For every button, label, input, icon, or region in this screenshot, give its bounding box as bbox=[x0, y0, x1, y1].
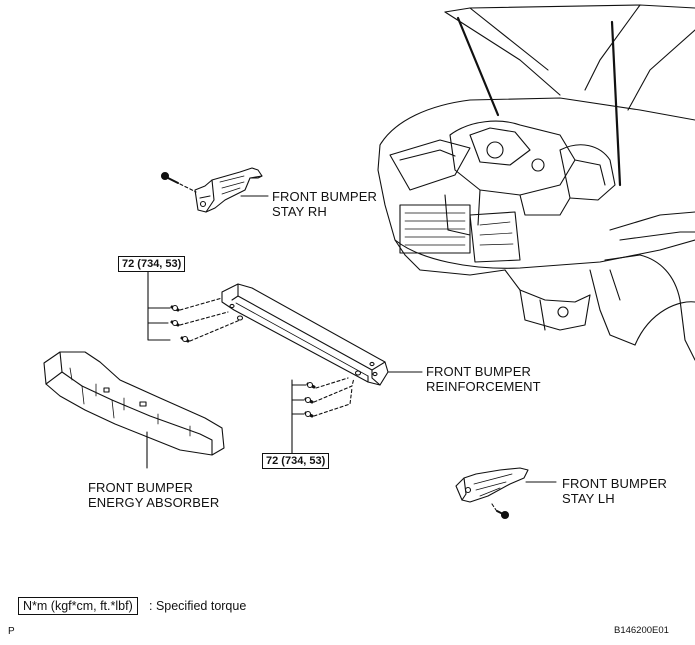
bolts-upper-group bbox=[147, 271, 241, 343]
front-bumper-stay-rh-part bbox=[194, 167, 263, 213]
torque-legend-description: : Specified torque bbox=[149, 599, 247, 613]
figure-id: B146200E01 bbox=[614, 625, 669, 636]
torque-unit-legend-box: N*m (kgf*cm, ft.*lbf) bbox=[18, 597, 138, 615]
label-reinforcement-line2: REINFORCEMENT bbox=[426, 379, 541, 394]
bolt-stay-lh bbox=[491, 503, 510, 520]
bolts-lower-group bbox=[291, 377, 355, 456]
torque-spec-lower: 72 (734, 53) bbox=[262, 453, 330, 469]
label-stay-lh-line1: FRONT BUMPER bbox=[562, 476, 667, 491]
label-stay-rh-line1: FRONT BUMPER bbox=[272, 189, 377, 204]
torque-spec-upper: 72 (734, 53) bbox=[118, 256, 186, 272]
front-bumper-stay-lh-part bbox=[455, 467, 529, 503]
label-energy-absorber-line1: FRONT BUMPER bbox=[88, 480, 193, 495]
front-bumper-energy-absorber-part bbox=[43, 351, 225, 456]
label-front-bumper-energy-absorber: FRONT BUMPER ENERGY ABSORBER bbox=[88, 480, 219, 510]
vehicle-front-illustration bbox=[377, 4, 695, 361]
label-reinforcement-line1: FRONT BUMPER bbox=[426, 364, 531, 379]
bolt-stay-rh bbox=[160, 171, 179, 184]
label-front-bumper-stay-lh: FRONT BUMPER STAY LH bbox=[562, 476, 667, 506]
label-energy-absorber-line2: ENERGY ABSORBER bbox=[88, 495, 220, 510]
page-mark: P bbox=[8, 626, 15, 637]
label-stay-rh-line2: STAY RH bbox=[272, 204, 327, 219]
label-stay-lh-line2: STAY LH bbox=[562, 491, 615, 506]
front-bumper-reinforcement-part bbox=[221, 283, 389, 386]
label-front-bumper-stay-rh: FRONT BUMPER STAY RH bbox=[272, 189, 377, 219]
label-front-bumper-reinforcement: FRONT BUMPER REINFORCEMENT bbox=[426, 364, 541, 394]
